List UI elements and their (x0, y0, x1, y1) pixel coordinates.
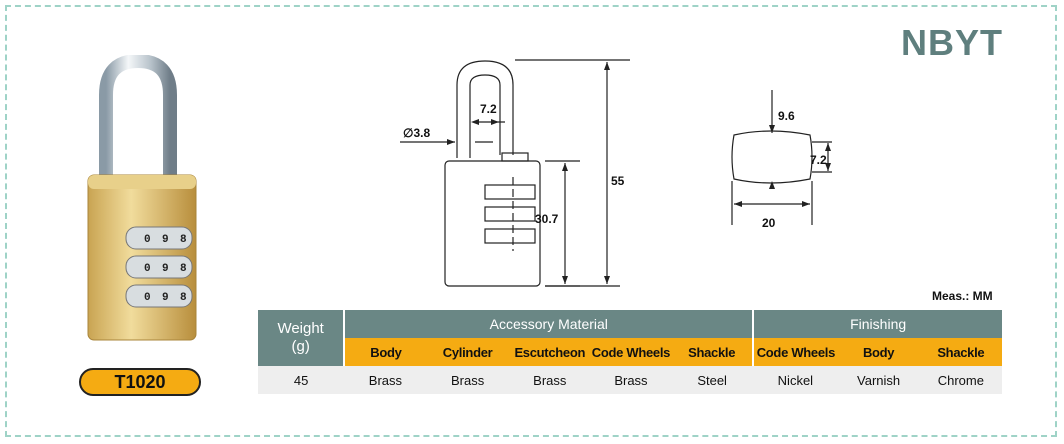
table-subheader-row: Body Cylinder Escutcheon Code Wheels Sha… (258, 338, 1002, 366)
wheel-digit: 0 (144, 234, 151, 246)
cell-shackle: Steel (671, 366, 754, 394)
model-number-badge: T1020 (79, 368, 201, 396)
dim-body-height: 30.7 (535, 212, 559, 226)
dim-shackle-diameter: ∅3.8 (403, 126, 430, 140)
weight-header: Weight (g) (258, 310, 346, 366)
wheel-digit: 0 (144, 263, 151, 275)
code-wheel-row (125, 226, 193, 308)
wheel-digit: 9 (162, 263, 169, 275)
subheader-code-wheels: Code Wheels (590, 338, 672, 366)
cell-code-wheels: Brass (590, 366, 672, 394)
cell-weight: 45 (258, 366, 345, 394)
cell-finish-code-wheels: Nickel (753, 366, 838, 394)
brand-logo: NBYT (901, 22, 1003, 63)
subheader-finish-shackle: Shackle (919, 338, 1002, 366)
wheel-digit: 8 (180, 292, 187, 304)
subheader-body: Body (344, 338, 427, 366)
front-technical-drawing: 7.2 ∅3.8 30.7 55 (400, 59, 630, 287)
cell-cylinder: Brass (426, 366, 509, 394)
wheel-digit: 8 (180, 234, 187, 246)
dashed-frame (5, 5, 1057, 437)
dim-wheel-diameter: 9.6 (778, 109, 795, 123)
subheader-shackle: Shackle (671, 338, 754, 366)
wheel-digit: 9 (162, 292, 169, 304)
measurement-unit-label: Meas.: MM (932, 289, 993, 303)
subheader-finish-code-wheels: Code Wheels (752, 338, 838, 366)
dim-wheel-width: 7.2 (810, 153, 827, 167)
table-row: 45 Brass Brass Brass Brass Steel Nickel … (258, 366, 1002, 394)
dim-overall-height: 55 (611, 174, 625, 188)
cell-escutcheon: Brass (508, 366, 591, 394)
padlock-illustration: 0 9 8 0 9 8 0 9 8 (87, 55, 197, 341)
table-header-row: Weight (g) Accessory Material Finishing (258, 310, 1002, 366)
code-wheel-drawing: 9.6 7.2 20 (731, 90, 832, 230)
cell-body: Brass (344, 366, 427, 394)
cell-finish-shackle: Chrome (919, 366, 1002, 394)
wheel-digit: 0 (144, 292, 151, 304)
accessory-material-header: Accessory Material (344, 310, 754, 338)
dim-shackle-inner-width: 7.2 (480, 102, 497, 116)
wheel-digit: 8 (180, 263, 187, 275)
finishing-header: Finishing (752, 310, 1002, 338)
dim-wheel-length: 20 (762, 216, 776, 230)
subheader-finish-body: Body (837, 338, 920, 366)
subheader-cylinder: Cylinder (426, 338, 509, 366)
cell-finish-body: Varnish (837, 366, 920, 394)
subheader-escutcheon: Escutcheon (508, 338, 591, 366)
spec-table: Weight (g) Accessory Material Finishing … (258, 310, 1002, 394)
wheel-digit: 9 (162, 234, 169, 246)
